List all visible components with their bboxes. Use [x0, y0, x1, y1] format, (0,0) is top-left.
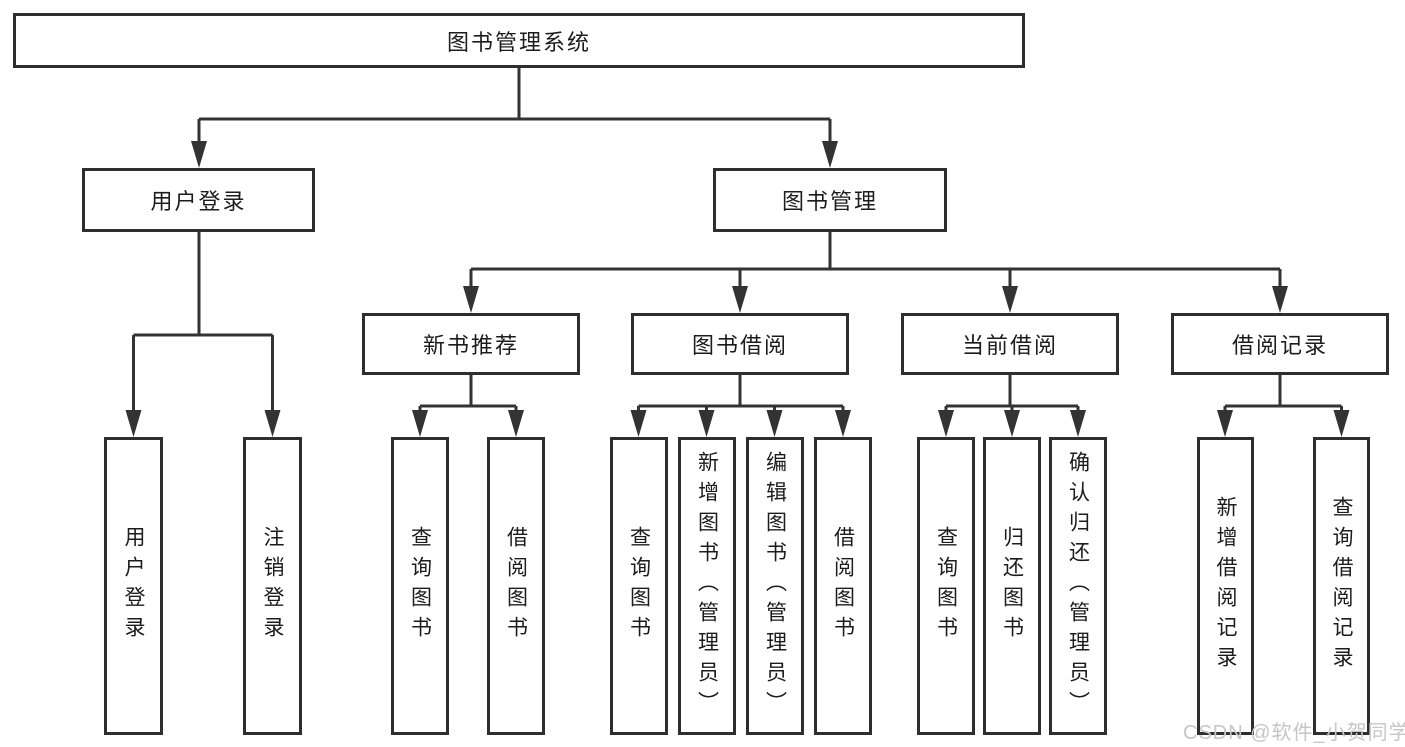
leaf-add-borrow-record: 新增借阅记录: [1197, 437, 1254, 735]
leaf-label: 新增图书（管理员）: [695, 451, 719, 721]
node-borrowing-records: 借阅记录: [1171, 313, 1389, 375]
leaf-confirm-return-admin: 确认归还（管理员）: [1049, 437, 1107, 735]
node-library-management-system: 图书管理系统: [13, 13, 1025, 68]
node-current-borrowing: 当前借阅: [901, 313, 1119, 375]
node-book-management: 图书管理: [713, 168, 947, 232]
leaf-logout-login: 注销登录: [243, 437, 302, 735]
leaf-label: 查询图书: [627, 526, 651, 646]
leaf-label: 借阅图书: [504, 526, 528, 646]
leaf-label: 新增借阅记录: [1214, 496, 1238, 676]
leaf-borrow-books-recommend: 借阅图书: [487, 437, 545, 735]
watermark-text: CSDN @软件_小贺同学: [1183, 722, 1405, 744]
leaf-label: 查询图书: [408, 526, 432, 646]
leaf-borrow-books-borrowing: 借阅图书: [814, 437, 872, 735]
leaf-add-books-admin: 新增图书（管理员）: [678, 437, 736, 735]
leaf-query-books-recommend: 查询图书: [391, 437, 449, 735]
leaf-label: 用户登录: [122, 526, 146, 646]
node-book-borrowing: 图书借阅: [631, 313, 849, 375]
node-user-login: 用户登录: [82, 168, 315, 232]
node-label: 图书管理系统: [446, 29, 591, 55]
node-label: 图书管理: [781, 189, 878, 214]
leaf-label: 注销登录: [261, 526, 285, 646]
leaf-label: 确认归还（管理员）: [1066, 451, 1090, 721]
node-label: 当前借阅: [961, 333, 1058, 358]
leaf-query-books-current: 查询图书: [917, 437, 975, 735]
node-label: 借阅记录: [1231, 333, 1328, 358]
leaf-label: 归还图书: [1000, 526, 1024, 646]
leaf-label: 借阅图书: [831, 526, 855, 646]
node-label: 用户登录: [150, 189, 247, 214]
node-label: 图书借阅: [691, 333, 788, 358]
leaf-edit-books-admin: 编辑图书（管理员）: [746, 437, 804, 735]
leaf-label: 查询借阅记录: [1330, 496, 1354, 676]
leaf-return-books: 归还图书: [983, 437, 1041, 735]
leaf-user-login: 用户登录: [104, 437, 163, 735]
leaf-query-borrow-record: 查询借阅记录: [1313, 437, 1370, 735]
node-label: 新书推荐: [422, 333, 519, 358]
leaf-label: 编辑图书（管理员）: [763, 451, 787, 721]
leaf-label: 查询图书: [934, 526, 958, 646]
leaf-query-books-borrowing: 查询图书: [610, 437, 668, 735]
node-new-book-recommendation: 新书推荐: [362, 313, 580, 375]
